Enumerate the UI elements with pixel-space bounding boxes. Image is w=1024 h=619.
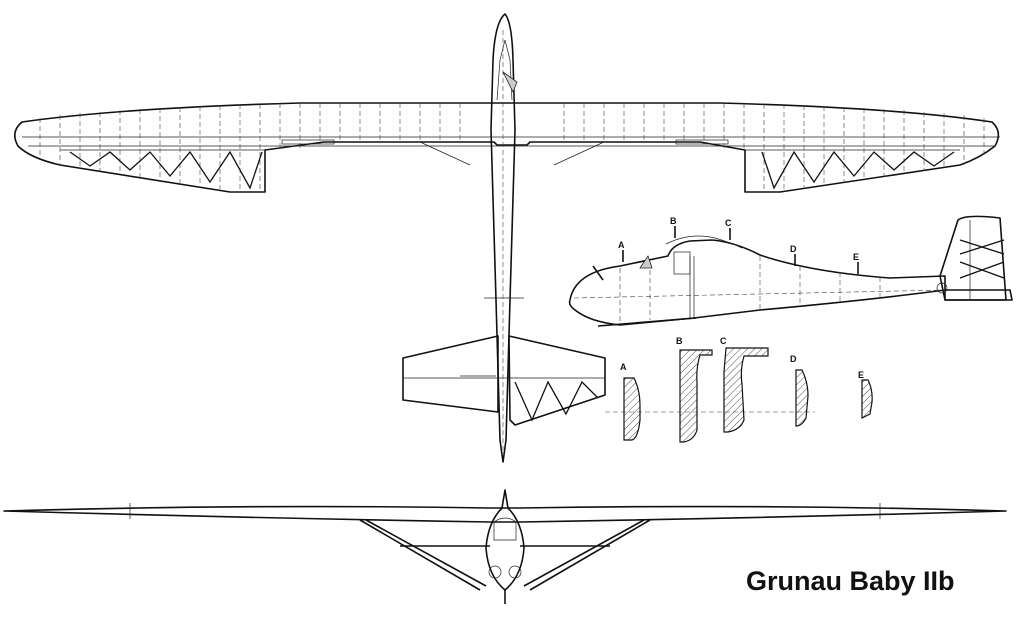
front-view	[3, 489, 1007, 604]
side-view-section-label-e: E	[853, 252, 859, 262]
left-aileron-truss	[69, 150, 263, 190]
cross-section-a	[623, 377, 641, 441]
side-view-section-label-b: B	[670, 216, 677, 226]
cross-section-label-e: E	[858, 370, 864, 380]
top-view-tailplane	[402, 335, 499, 413]
front-view-struts	[359, 519, 651, 591]
cross-section-b	[679, 349, 713, 443]
cross-section-label-b: B	[676, 336, 683, 346]
drawing-title: Grunau Baby IIb	[746, 566, 955, 596]
side-view-fuselage	[568, 239, 1013, 326]
side-view-section-label-d: D	[790, 244, 797, 254]
side-view	[568, 215, 1013, 327]
cross-section-d	[795, 369, 809, 427]
side-view-section-label-a: A	[618, 240, 625, 250]
cross-section-label-d: D	[790, 354, 797, 364]
cross-section-label-a: A	[620, 362, 627, 372]
top-view-fuselage	[490, 13, 516, 463]
cross-sections	[605, 347, 873, 443]
cross-section-label-c: C	[720, 336, 727, 346]
top-view	[14, 13, 1000, 463]
front-view-wing	[3, 505, 1007, 523]
right-wing-ribs	[563, 103, 985, 192]
top-view-wing	[14, 102, 1000, 193]
side-view-section-label-c: C	[725, 218, 732, 228]
left-wing-ribs	[39, 103, 461, 192]
cross-section-c	[723, 347, 769, 433]
cross-section-e	[861, 379, 873, 419]
side-view-fin	[939, 215, 1007, 301]
top-view-elevator	[508, 335, 606, 426]
right-aileron-truss	[761, 150, 955, 190]
